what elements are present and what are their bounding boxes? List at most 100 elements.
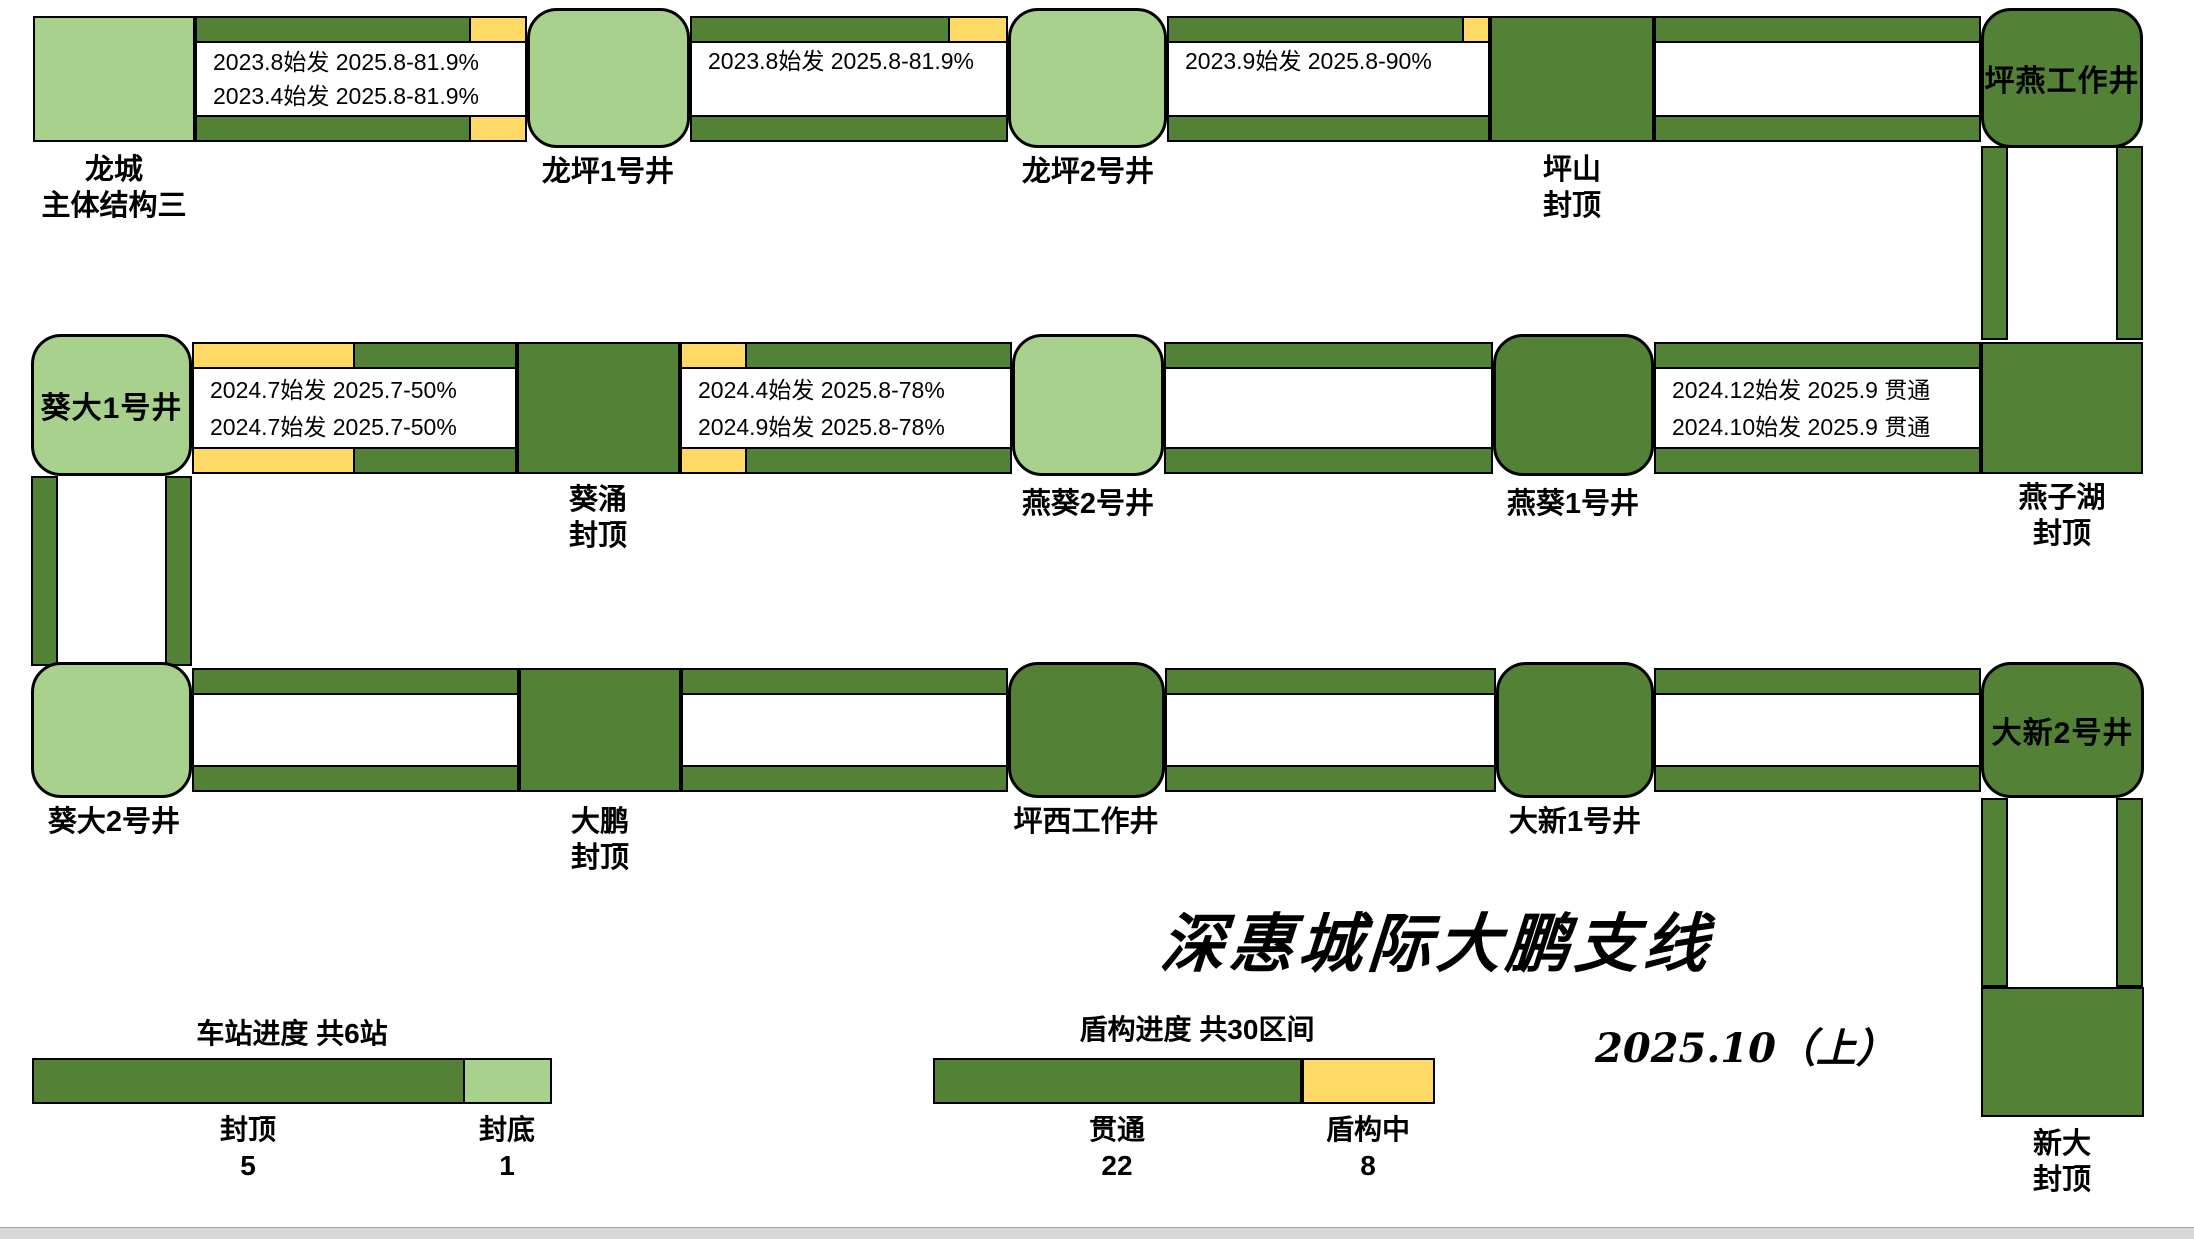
tunnel-tube-top — [1654, 342, 1981, 369]
label-line: 大鹏 — [570, 806, 629, 838]
tunnel-tube-top — [1654, 668, 1981, 695]
label-line: 封顶 — [2032, 1164, 2091, 1196]
shield-in-progress-tip — [680, 447, 747, 474]
tunnel-text: 2024.10始发 2025.9 贯通 — [1672, 413, 1931, 440]
tunnel-tube-bottom — [1164, 447, 1493, 474]
legend-value: 5 — [240, 1150, 256, 1181]
legend-value: 8 — [1360, 1150, 1376, 1181]
vertical-tunnel-bar — [1981, 798, 2008, 987]
tunnel-text: 2024.12始发 2025.9 贯通 — [1672, 376, 1931, 403]
station-pingyan: 坪燕工作井 — [1981, 8, 2143, 148]
station-label-longping2: 龙坪2号井 — [938, 154, 1238, 190]
tunnel-text: 2024.7始发 2025.7-50% — [210, 413, 457, 440]
tunnel-tube-bottom — [681, 765, 1008, 792]
label-line: 燕葵2号井 — [1021, 488, 1155, 520]
label-line: 燕子湖 — [2018, 482, 2106, 514]
tunnel-pingxi-daxin1 — [1165, 668, 1496, 792]
label-line: 封顶 — [570, 842, 629, 874]
tunnel-tube-top — [195, 16, 527, 43]
tunnel-text: 2023.4始发 2025.8-81.9% — [213, 83, 479, 109]
tunnel-tube-top — [1167, 16, 1490, 43]
label-line: 龙坪1号井 — [541, 156, 675, 188]
tunnel-kuida2-dapeng — [192, 668, 519, 792]
station-label-yanzihu: 燕子湖 封顶 — [1912, 480, 2194, 552]
station-label-xinda: 新大 封顶 — [1912, 1126, 2194, 1198]
station-yankui1 — [1493, 334, 1654, 476]
tunnel-tube-bottom — [690, 115, 1008, 142]
legend-shield-bar-through — [933, 1058, 1302, 1104]
legend-station-bar-bottom-sealed — [463, 1058, 552, 1104]
legend-label: 贯通 — [1088, 1114, 1145, 1145]
tunnel-text: 2024.4始发 2025.8-78% — [698, 376, 945, 403]
tunnel-info — [681, 693, 1008, 767]
tunnel-dapeng-pingxi — [681, 668, 1008, 792]
tunnel-text: 2024.9始发 2025.8-78% — [698, 413, 945, 440]
vertical-tunnel-bar — [165, 476, 192, 666]
tunnel-tube-bottom — [1654, 115, 1981, 142]
tunnel-daxin1-daxin2 — [1654, 668, 1981, 792]
tunnel-text: 2023.8始发 2025.8-81.9% — [708, 48, 974, 74]
legend-value: 1 — [499, 1150, 515, 1181]
tunnel-pingshan-pingyan — [1654, 16, 1981, 142]
label-line: 龙坪2号井 — [1021, 156, 1155, 188]
station-label-daxin1: 大新1号井 — [1425, 804, 1725, 840]
station-kuida2 — [31, 662, 192, 798]
station-yanzihu — [1981, 342, 2143, 474]
vertical-tunnel-bar — [31, 476, 58, 666]
tunnel-tube-bottom — [1654, 447, 1981, 474]
legend-shield-title: 盾构进度 共30区间 — [1079, 1014, 1315, 1045]
label-line: 龙城 — [84, 154, 143, 186]
legend-station-cap2: 封底 1 — [357, 1112, 657, 1184]
tunnel-info — [1654, 41, 1981, 117]
label-line: 坪西工作井 — [1013, 806, 1159, 838]
station-label-longcheng: 龙城 主体结构三 — [0, 152, 228, 224]
shield-in-progress-tip — [192, 342, 355, 369]
shield-in-progress-tip — [192, 447, 355, 474]
station-label-pingshan: 坪山 封顶 — [1422, 152, 1722, 224]
date-label: 2025.10（上） — [1595, 1025, 1896, 1072]
legend-shield-cap2: 盾构中 8 — [1218, 1112, 1518, 1184]
tunnel-info: 2024.12始发 2025.9 贯通 2024.10始发 2025.9 贯通 — [1654, 367, 1981, 449]
tunnel-kuichong-yankui2: 2024.4始发 2025.8-78% 2024.9始发 2025.8-78% — [680, 342, 1012, 474]
station-name: 葵大1号井 — [40, 392, 183, 425]
legend-shield-cap1: 贯通 22 — [967, 1112, 1267, 1184]
label-line: 葵涌 — [568, 484, 627, 516]
tunnel-tube-top — [690, 16, 1008, 43]
tunnel-info — [1164, 367, 1493, 449]
tunnel-info: 2023.8始发 2025.8-81.9% 2023.4始发 2025.8-81… — [195, 41, 527, 117]
tunnel-tube-top — [680, 342, 1012, 369]
station-pingshan — [1490, 16, 1654, 142]
station-name: 坪燕工作井 — [1984, 65, 2140, 98]
legend-label: 盾构中 — [1325, 1114, 1410, 1145]
tunnel-info — [1654, 693, 1981, 767]
tunnel-longcheng-longping1: 2023.8始发 2025.8-81.9% 2023.4始发 2025.8-81… — [195, 16, 527, 142]
tunnel-info: 2023.9始发 2025.8-90% — [1167, 41, 1490, 117]
tunnel-yankui2-yankui1 — [1164, 342, 1493, 474]
tunnel-tube-bottom — [1167, 115, 1490, 142]
station-daxin2: 大新2号井 — [1981, 662, 2144, 798]
tunnel-info: 2023.8始发 2025.8-81.9% — [690, 41, 1008, 117]
vertical-tunnel-bar — [1981, 146, 2008, 340]
tunnel-tube-top — [1164, 342, 1493, 369]
label-line: 燕葵1号井 — [1506, 488, 1640, 520]
tunnel-tube-bottom — [192, 765, 519, 792]
legend-value: 22 — [1101, 1150, 1133, 1181]
tunnel-tube-top — [681, 668, 1008, 695]
shield-in-progress-tip — [469, 16, 527, 43]
tunnel-tube-bottom — [680, 447, 1012, 474]
tunnel-tube-top — [1165, 668, 1496, 695]
station-label-kuichong: 葵涌 封顶 — [448, 482, 748, 554]
tunnel-tube-bottom — [192, 447, 517, 474]
legend-label: 封底 — [478, 1114, 535, 1145]
legend-label: 封顶 — [219, 1114, 276, 1145]
tunnel-info: 2024.7始发 2025.7-50% 2024.7始发 2025.7-50% — [192, 367, 517, 449]
station-daxin1 — [1496, 662, 1654, 798]
tunnel-tube-top — [192, 668, 519, 695]
tunnel-info — [192, 693, 519, 767]
tunnel-tube-bottom — [1165, 765, 1496, 792]
station-longping1 — [527, 8, 690, 148]
label-line: 新大 — [2032, 1128, 2091, 1160]
legend-station-bar-capped — [32, 1058, 465, 1104]
station-label-longping1: 龙坪1号井 — [458, 154, 758, 190]
